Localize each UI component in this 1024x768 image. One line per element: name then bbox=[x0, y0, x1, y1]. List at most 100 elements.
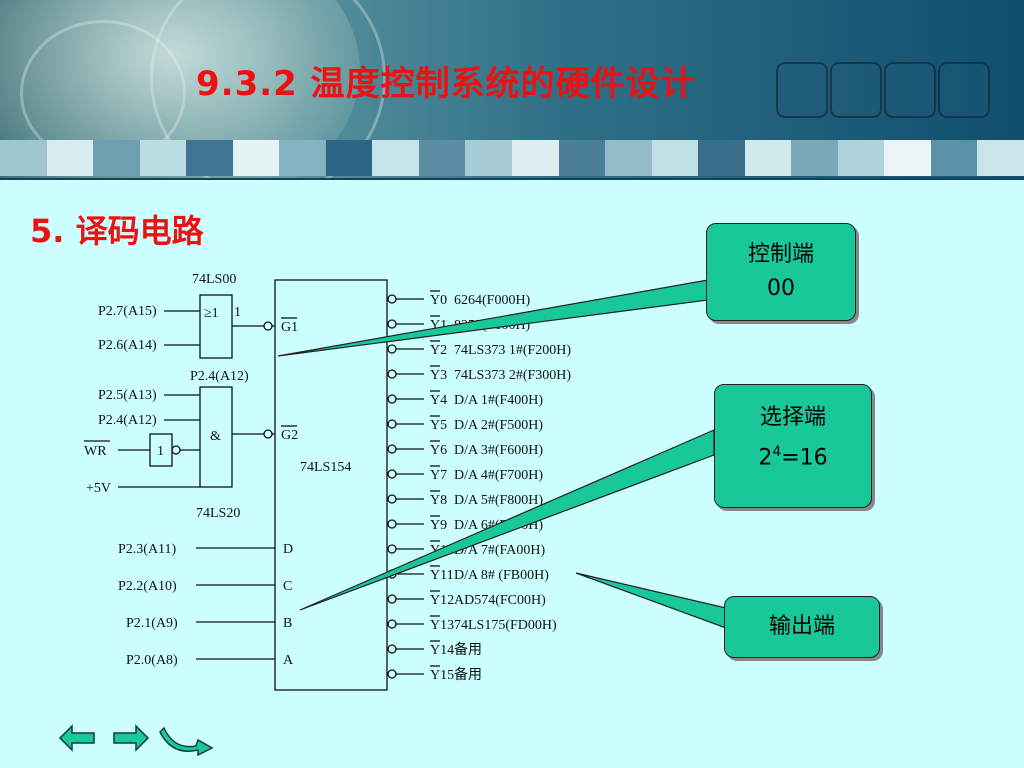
pin-g1-label: G1 bbox=[281, 320, 298, 335]
output-bubble bbox=[387, 394, 397, 404]
output-desc-label: 备用 bbox=[454, 641, 482, 658]
input-p20-label: P2.0(A8) bbox=[126, 653, 178, 668]
header-square-decoration bbox=[776, 62, 828, 118]
output-bubble bbox=[387, 669, 397, 679]
strip-tile bbox=[93, 140, 140, 176]
output-row: Y6 D/A 3#(F600H) bbox=[387, 440, 543, 458]
output-desc-label: D/A 4#(F700H) bbox=[454, 468, 543, 483]
pin-a-label: A bbox=[283, 653, 294, 668]
output-bubble bbox=[387, 369, 397, 379]
output-callout-pointer bbox=[575, 572, 727, 629]
output-bubble bbox=[387, 519, 397, 529]
output-pin-label: Y12 bbox=[430, 593, 454, 608]
pin-g2-label: G2 bbox=[281, 428, 298, 443]
output-desc-label: 74LS373 1#(F200H) bbox=[454, 343, 571, 358]
output-bubble bbox=[387, 344, 397, 354]
strip-tile bbox=[465, 140, 513, 176]
output-bubble bbox=[387, 319, 397, 329]
strip-tile bbox=[884, 140, 931, 176]
output-row: Y4 D/A 1#(F400H) bbox=[387, 390, 543, 408]
pin-b-label: B bbox=[283, 616, 292, 631]
strip-tile bbox=[558, 140, 606, 176]
slide-navigation bbox=[58, 724, 214, 756]
input-p25-label: P2.5(A13) bbox=[98, 388, 157, 403]
output-row: Y5 D/A 2#(F500H) bbox=[387, 415, 543, 433]
control-callout-line1: 控制端 bbox=[747, 242, 814, 267]
section-heading: 5. 译码电路 bbox=[30, 212, 204, 250]
nor-gate bbox=[199, 294, 233, 359]
output-bubble bbox=[387, 594, 397, 604]
output-bubble bbox=[387, 544, 397, 554]
output-row: Y7 D/A 4#(F700H) bbox=[387, 465, 543, 483]
header-square-decoration bbox=[830, 62, 882, 118]
output-bubble bbox=[387, 619, 397, 629]
strip-tile bbox=[279, 140, 326, 176]
power-base: 2 bbox=[758, 445, 773, 471]
output-bubble bbox=[387, 419, 397, 429]
output-desc-label: 备用 bbox=[454, 666, 482, 683]
output-bubble bbox=[387, 644, 397, 654]
output-pin-label: Y7 bbox=[430, 468, 447, 483]
output-desc-label: 74LS373 2#(F300H) bbox=[454, 368, 571, 383]
output-pin-label: Y14 bbox=[430, 643, 454, 658]
output-pin-label: Y8 bbox=[430, 493, 447, 508]
and-gate-symbol: & bbox=[210, 429, 221, 444]
slide-title: 9.3.2 温度控制系统的硬件设计 bbox=[196, 64, 696, 104]
output-bubble bbox=[387, 444, 397, 454]
strip-tile bbox=[232, 140, 280, 176]
and-gate bbox=[199, 386, 233, 488]
output-pin-label: Y4 bbox=[430, 393, 447, 408]
output-pin-label: Y9 bbox=[430, 518, 447, 533]
input-p27-label: P2.7(A15) bbox=[98, 304, 157, 319]
control-callout-line2: 00 bbox=[767, 276, 795, 301]
input-p24-label: P2.4(A12) bbox=[98, 413, 157, 428]
output-pin-label: Y0 bbox=[430, 293, 447, 308]
output-pin-label: Y6 bbox=[430, 443, 447, 458]
output-desc-label: D/A 7#(FA00H) bbox=[454, 543, 545, 558]
right-arrow-icon[interactable] bbox=[113, 724, 150, 752]
strip-tile bbox=[651, 140, 699, 176]
output-desc-label: D/A 8# (FB00H) bbox=[454, 568, 549, 583]
output-bubble bbox=[387, 294, 397, 304]
output-pin-label: Y2 bbox=[430, 343, 447, 358]
decoder-chip-label: 74LS154 bbox=[300, 460, 351, 475]
output-desc-label: D/A 3#(F600H) bbox=[454, 443, 543, 458]
strip-tile bbox=[325, 140, 373, 176]
strip-tile bbox=[139, 140, 187, 176]
and-chip-label: 74LS20 bbox=[196, 506, 240, 521]
output-row: Y2 74LS373 1#(F200H) bbox=[387, 340, 571, 358]
strip-tile bbox=[186, 140, 233, 176]
strip-tile bbox=[605, 140, 652, 176]
strip-tile bbox=[372, 140, 419, 176]
output-desc-label: AD574(FC00H) bbox=[454, 593, 546, 608]
input-p21-label: P2.1(A9) bbox=[126, 616, 178, 631]
select-callout: 选择端 24=16 bbox=[714, 384, 872, 508]
and-top-label: P2.4(A12) bbox=[190, 369, 249, 384]
return-arrow-icon[interactable] bbox=[159, 726, 214, 756]
output-desc-label: 6264(F000H) bbox=[454, 293, 531, 308]
select-callout-line2: 24=16 bbox=[715, 435, 871, 475]
left-arrow-icon[interactable] bbox=[58, 724, 95, 752]
decoder-chip bbox=[274, 279, 388, 691]
header-divider bbox=[0, 178, 1024, 180]
output-callout-line1: 输出端 bbox=[768, 614, 835, 639]
power-exponent: 4 bbox=[772, 444, 782, 460]
inversion-bubble bbox=[263, 321, 273, 331]
output-desc-label: D/A 2#(F500H) bbox=[454, 418, 543, 433]
not-gate-symbol: 1 bbox=[157, 444, 164, 459]
nor-gate-output-label: 1 bbox=[234, 305, 241, 320]
pin-c-label: C bbox=[283, 579, 292, 594]
select-callout-line1: 选择端 bbox=[759, 405, 826, 430]
output-pin-label: Y5 bbox=[430, 418, 447, 433]
strip-tile bbox=[791, 140, 838, 176]
output-desc-label: D/A 1#(F400H) bbox=[454, 393, 543, 408]
input-p23-label: P2.3(A11) bbox=[118, 542, 177, 557]
strip-tile bbox=[930, 140, 978, 176]
